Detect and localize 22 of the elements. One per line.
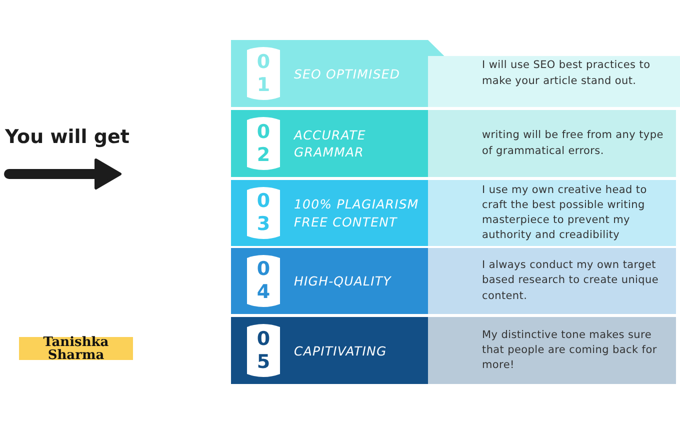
number-badge: 01 — [247, 44, 280, 103]
heading-text: You will get — [5, 126, 130, 148]
description-text: I always conduct my own target based research to create unique content. — [482, 258, 660, 304]
description-text: writing will be free from any type of grammatical errors. — [482, 128, 664, 158]
item-title: ACCURATE GRAMMAR — [294, 126, 367, 161]
description-panel — [428, 110, 676, 177]
number-badge: 02 — [247, 114, 280, 173]
name-tag: Tanishka Sharma — [19, 337, 133, 360]
item-title: 100% PLAGIARISM FREE CONTENT — [294, 196, 420, 230]
description-text: I use my own creative head to craft the best possible writing masterpiece to prevent my authority and creadibility — [482, 182, 648, 244]
description-text: My distinctive tone makes sure that people are coming back for more! — [482, 328, 658, 374]
description-text: I will use SEO best practices to make your article stand out. — [482, 58, 652, 88]
number-badge: 03 — [247, 184, 280, 242]
description-panel — [428, 56, 680, 107]
item-title: SEO OPTIMISED — [294, 64, 402, 82]
description-panel — [428, 248, 676, 314]
item-title: HIGH-QUALITY — [294, 272, 392, 290]
item-title: CAPITIVATING — [294, 342, 388, 360]
number-badge: 05 — [247, 321, 280, 380]
description-panel — [428, 317, 676, 384]
description-panel — [428, 180, 676, 246]
number-badge: 04 — [247, 252, 280, 310]
